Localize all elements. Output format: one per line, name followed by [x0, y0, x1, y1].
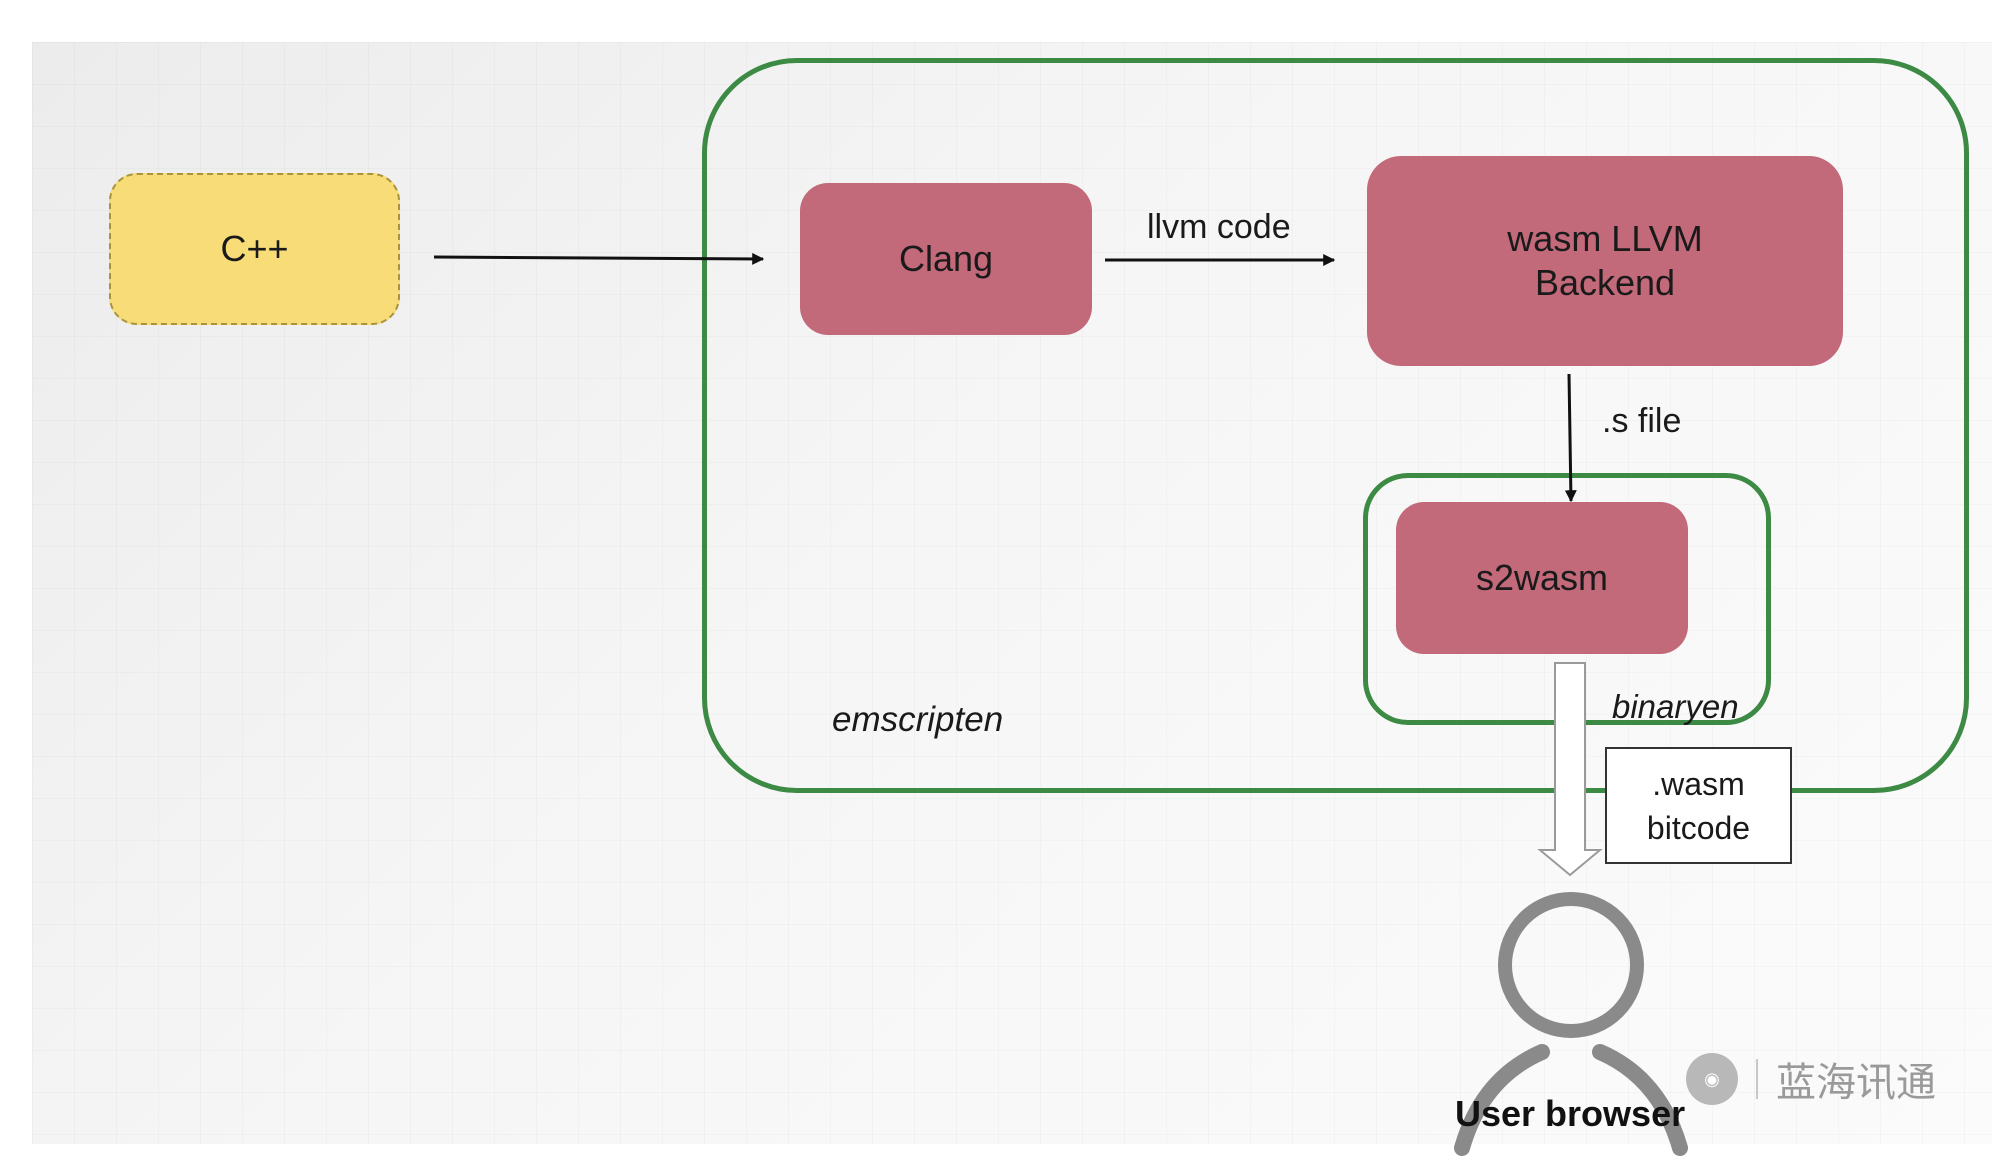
- clang-label: Clang: [898, 238, 994, 279]
- arrow-backend-to-s2wasm: [1564, 373, 1577, 503]
- emscripten-group: [702, 58, 1969, 793]
- wasm-output-line2: bitcode: [1646, 809, 1751, 846]
- wasm-output-line1: .wasm: [1652, 765, 1745, 802]
- wasm-llvm-backend-node: wasm LLVM Backend: [1367, 156, 1843, 366]
- backend-label-line1: wasm LLVM: [1507, 218, 1703, 259]
- user-icon: [1454, 892, 1688, 1156]
- hollow-arrow-to-browser: [1537, 662, 1603, 877]
- user-browser-label: User browser: [1455, 1093, 1686, 1134]
- cpp-node: C++: [109, 173, 400, 325]
- binaryen-group-label: binaryen: [1612, 688, 1739, 725]
- wechat-logo-icon: ◉: [1686, 1053, 1738, 1105]
- s2wasm-node: s2wasm: [1396, 502, 1688, 654]
- backend-label-line2: Backend: [1534, 262, 1676, 303]
- s2wasm-label: s2wasm: [1475, 557, 1609, 598]
- wasm-bitcode-box: .wasm bitcode: [1605, 747, 1792, 864]
- llvm-code-edge-label: llvm code: [1147, 208, 1291, 246]
- watermark-divider: [1756, 1059, 1758, 1099]
- clang-node: Clang: [800, 183, 1092, 335]
- cpp-label: C++: [220, 228, 289, 269]
- watermark-text: 蓝海讯通: [1776, 1061, 1936, 1105]
- s-file-edge-label: .s file: [1602, 402, 1682, 440]
- emscripten-group-label: emscripten: [832, 700, 1004, 739]
- watermark: ◉ 蓝海讯通: [1686, 1050, 1936, 1108]
- arrow-cpp-to-clang: [433, 252, 765, 265]
